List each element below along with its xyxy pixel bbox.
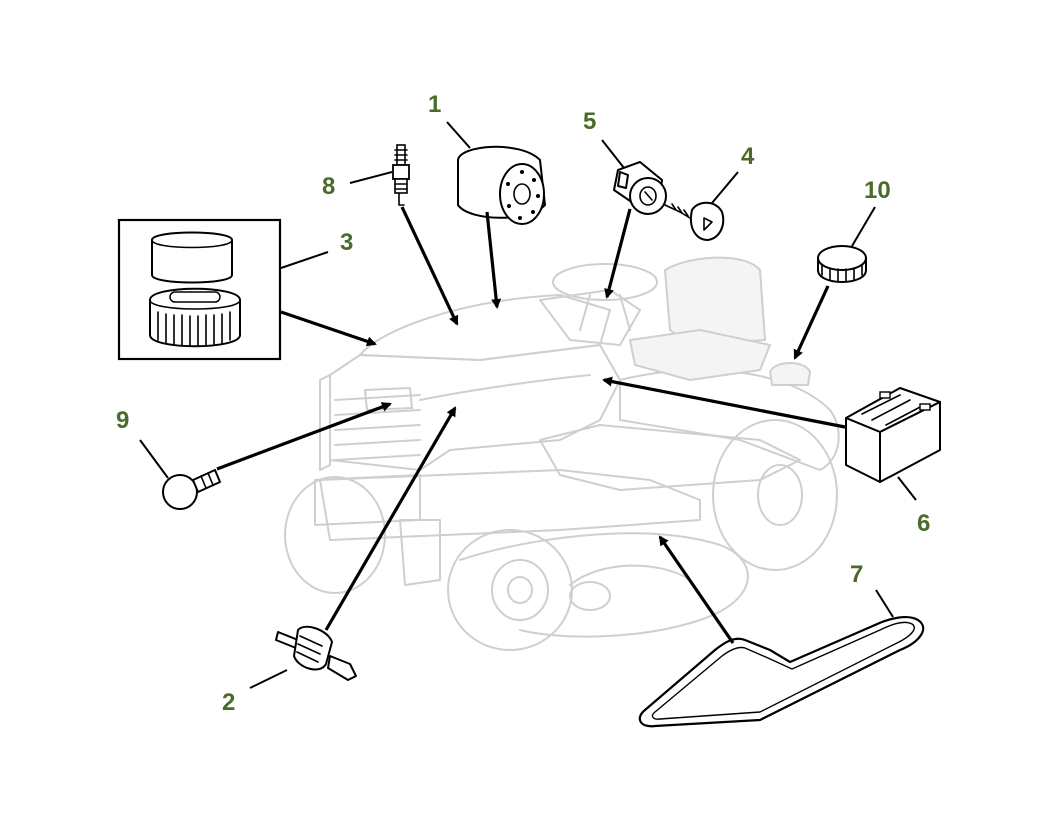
callout-5: 5 <box>583 108 596 135</box>
ignition-key-part <box>664 201 725 241</box>
fuel-filter-part <box>275 625 357 681</box>
callout-7: 7 <box>850 561 863 588</box>
callout-6: 6 <box>917 510 930 537</box>
battery-part <box>845 387 941 483</box>
callout-4: 4 <box>741 143 755 170</box>
mower-belt-part <box>638 616 925 728</box>
callout-3: 3 <box>340 229 353 256</box>
callout-numbers: 1 2 3 4 5 6 7 8 9 10 <box>116 91 930 716</box>
callout-10: 10 <box>864 177 891 204</box>
callout-1: 1 <box>428 91 441 118</box>
air-filter-inset <box>117 218 282 361</box>
oil-filter-part <box>457 145 546 225</box>
callout-9: 9 <box>116 407 129 434</box>
callout-2: 2 <box>222 689 235 716</box>
spark-plug-part <box>392 144 410 206</box>
headlight-bulb-part <box>162 469 221 510</box>
lawn-tractor-outline <box>284 256 840 651</box>
callout-8: 8 <box>322 173 335 200</box>
fuel-cap-part <box>817 245 867 283</box>
leader-lines <box>139 121 917 689</box>
ignition-switch-part <box>613 161 667 215</box>
pointer-arrows <box>216 206 846 644</box>
